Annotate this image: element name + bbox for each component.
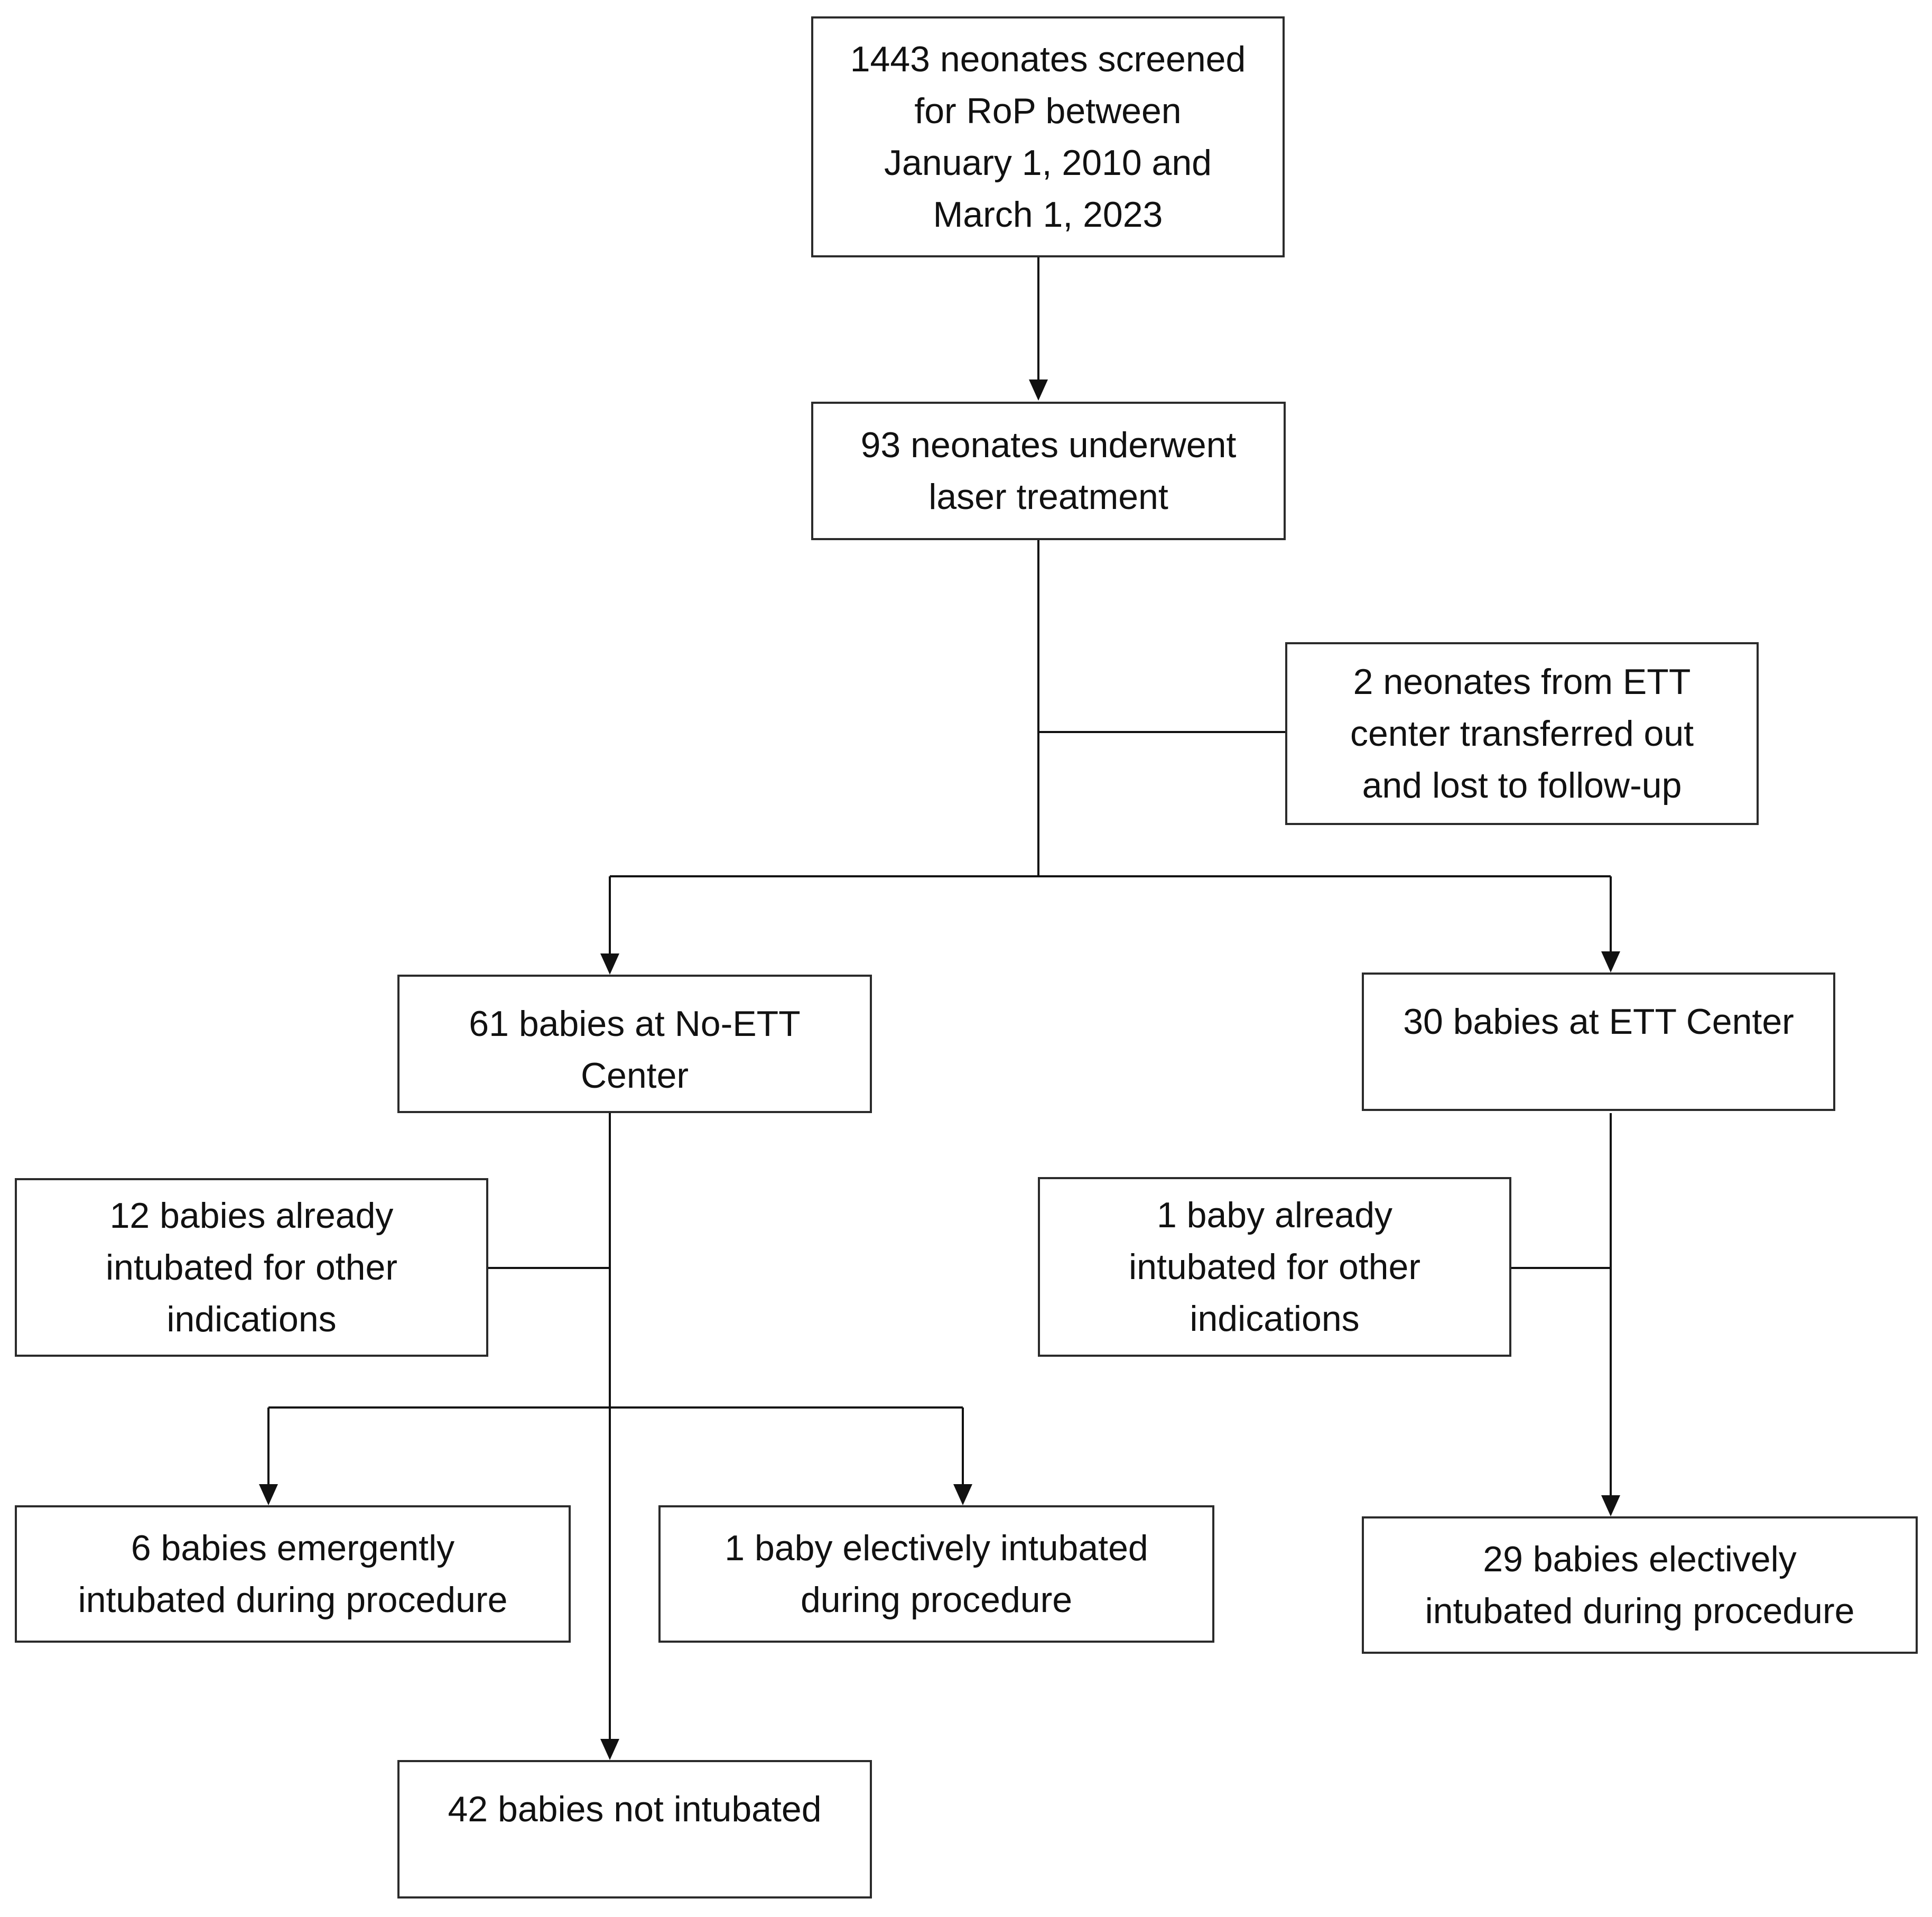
box-text-line: indications xyxy=(166,1299,337,1339)
box-text-line: laser treatment xyxy=(928,477,1168,517)
box-text-line: intubated for other xyxy=(106,1247,397,1288)
box-text-line: 1 baby electively intubated xyxy=(724,1528,1148,1568)
box-text-line: March 1, 2023 xyxy=(933,195,1163,235)
box-no-ett-center: 61 babies at No-ETT Center xyxy=(397,975,872,1113)
arrowhead xyxy=(1601,1495,1620,1516)
arrowhead xyxy=(600,1739,619,1760)
box-text-line: 1 baby already xyxy=(1156,1195,1393,1235)
arrowhead xyxy=(1601,951,1620,973)
arrowhead xyxy=(1029,379,1048,401)
box-laser-treatment: 93 neonates underwent laser treatment xyxy=(811,402,1286,540)
box-text-line: center transferred out xyxy=(1350,714,1694,754)
box-text-line: 6 babies emergently xyxy=(131,1528,455,1568)
box-text-line: for RoP between xyxy=(914,91,1182,131)
box-lost-to-follow-up: 2 neonates from ETT center transferred o… xyxy=(1285,642,1759,825)
box-text-line: intubated during procedure xyxy=(1425,1591,1855,1631)
box-text-line: intubated during procedure xyxy=(78,1580,508,1620)
box-text-line: Center xyxy=(580,1055,689,1096)
box-text-line: 12 babies already xyxy=(109,1196,394,1236)
box-no-ett-emergent: 6 babies emergently intubated during pro… xyxy=(15,1505,571,1643)
box-no-ett-elective: 1 baby electively intubated during proce… xyxy=(658,1505,1214,1643)
box-text-line: intubated for other xyxy=(1129,1247,1420,1287)
arrowhead xyxy=(600,953,619,975)
box-no-ett-already-intubated: 12 babies already intubated for other in… xyxy=(15,1178,488,1357)
box-text-line: 2 neonates from ETT xyxy=(1353,662,1691,702)
box-no-ett-not-intubated: 42 babies not intubated xyxy=(397,1760,872,1899)
box-ett-center: 30 babies at ETT Center xyxy=(1362,973,1835,1111)
box-ett-already-intubated: 1 baby already intubated for other indic… xyxy=(1038,1177,1511,1357)
box-text-line: during procedure xyxy=(800,1580,1073,1620)
box-text-line: 30 babies at ETT Center xyxy=(1403,1002,1794,1042)
arrowhead xyxy=(953,1484,972,1505)
box-text-line: and lost to follow-up xyxy=(1362,765,1682,805)
box-text-line: indications xyxy=(1190,1299,1360,1339)
box-screened: 1443 neonates screened for RoP between J… xyxy=(811,16,1285,257)
box-text-line: 29 babies electively xyxy=(1483,1539,1797,1579)
box-text-line: 93 neonates underwent xyxy=(860,425,1237,465)
arrowhead xyxy=(259,1484,278,1505)
box-ett-elective: 29 babies electively intubated during pr… xyxy=(1362,1516,1918,1654)
box-text-line: 61 babies at No-ETT xyxy=(469,1004,801,1044)
box-text-line: January 1, 2010 and xyxy=(884,143,1212,183)
box-text-line: 42 babies not intubated xyxy=(448,1789,822,1829)
box-text-line: 1443 neonates screened xyxy=(850,39,1246,79)
